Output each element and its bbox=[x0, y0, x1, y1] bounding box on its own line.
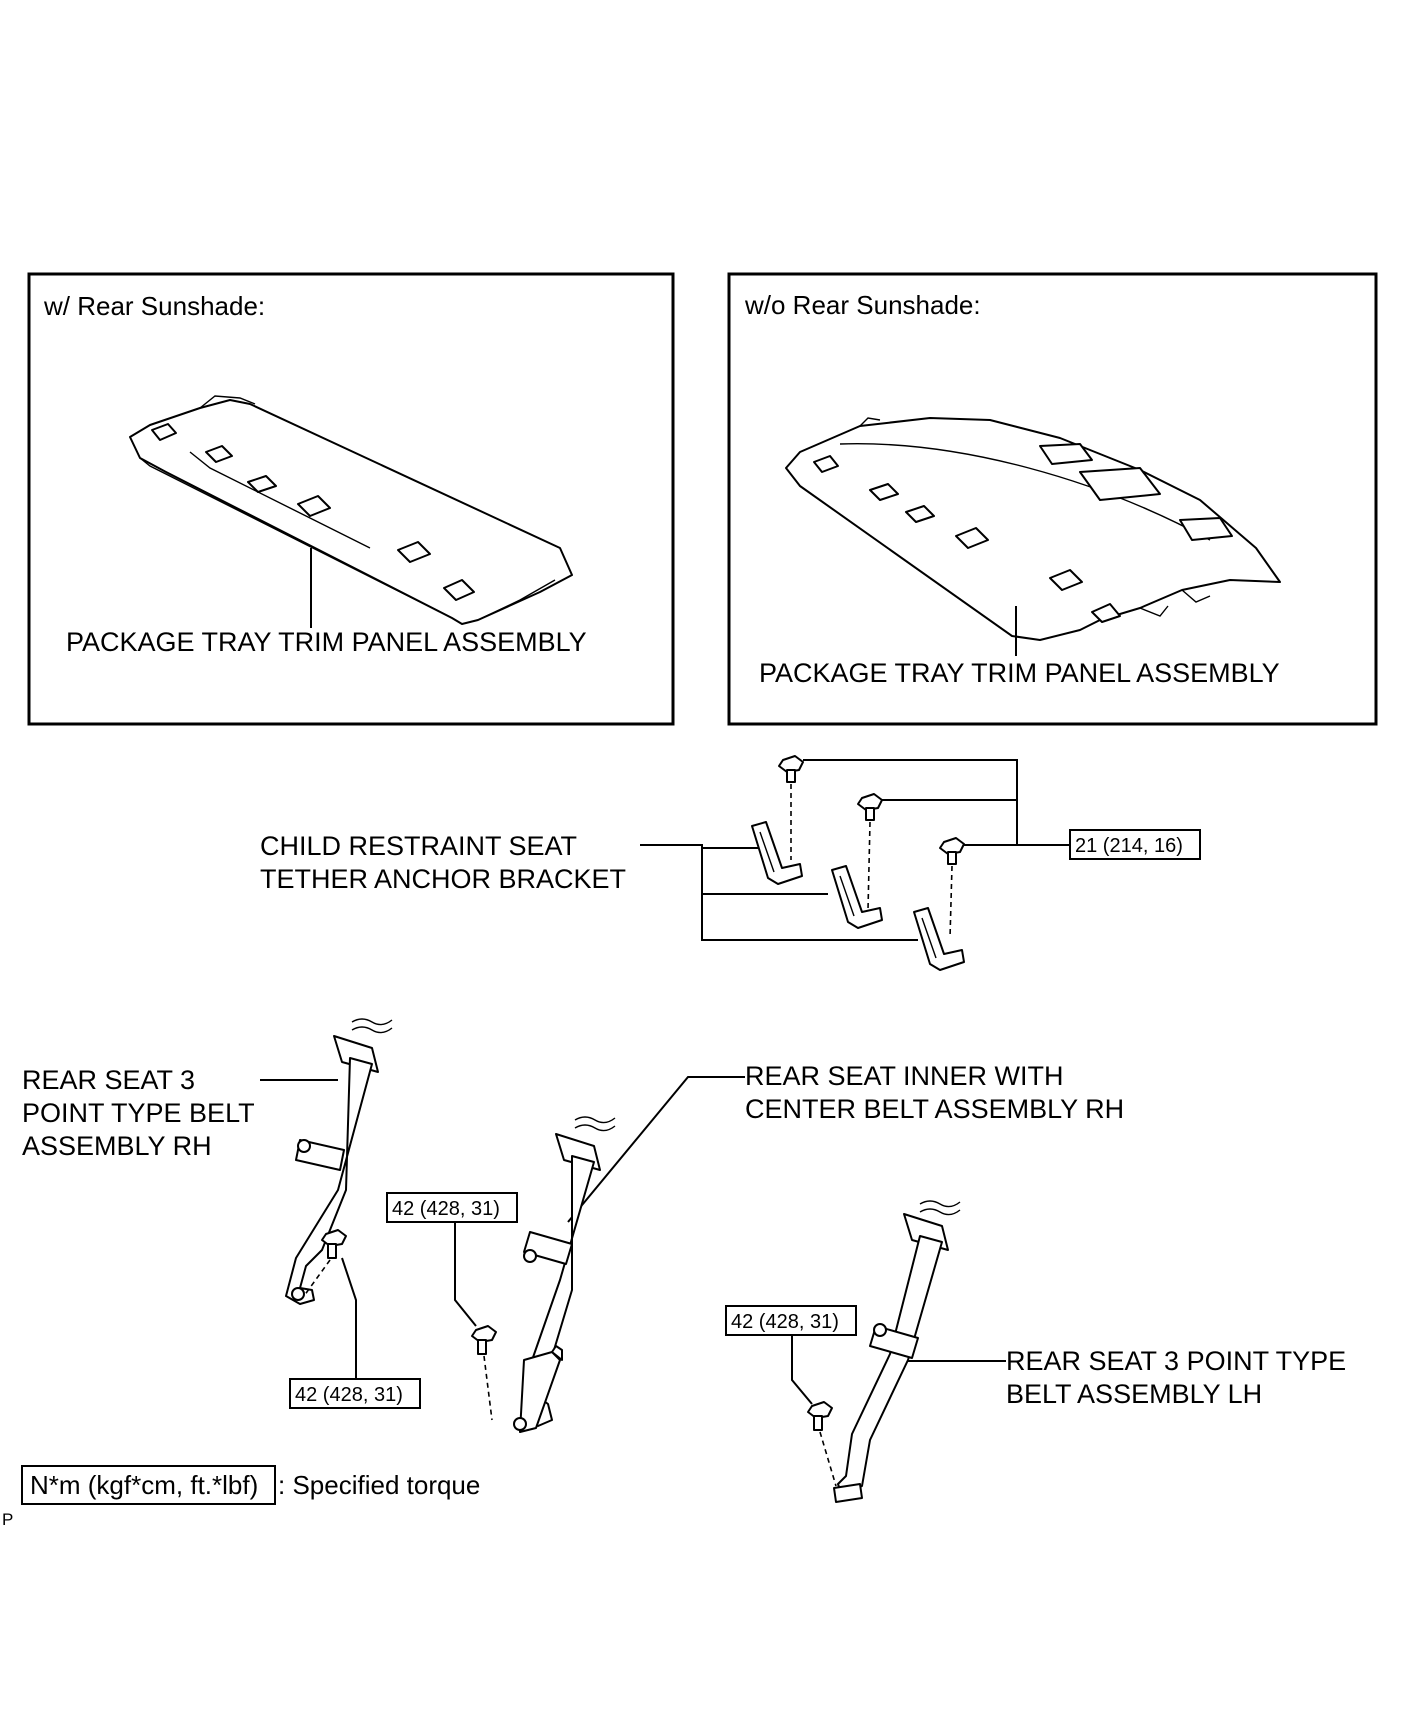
tether-bracket-leader bbox=[640, 844, 918, 941]
belt-lh-label-line1: REAR SEAT 3 POINT TYPE bbox=[1006, 1346, 1346, 1376]
belt-rh-drawing bbox=[285, 1018, 393, 1305]
tether-bracket-1 bbox=[751, 821, 803, 885]
belt-rh-torque-box bbox=[289, 1378, 421, 1409]
inner-belt-torque-box bbox=[386, 1192, 518, 1223]
inner-belt-torque-value: 42 (428, 31) bbox=[392, 1198, 500, 1220]
tether-bolt-1 bbox=[778, 755, 804, 783]
panel-with-sunshade: w/ Rear Sunshade: PACKAGE TRAY TRIM PANE… bbox=[27, 272, 675, 726]
belt-lh-drawing bbox=[833, 1200, 961, 1503]
rear-seat-inner-center-belt-group: REAR SEAT INNER WITH CENTER BELT ASSEMBL… bbox=[386, 1061, 1124, 1433]
tether-torque-value: 21 (214, 16) bbox=[1075, 835, 1183, 857]
tether-bolt-2 bbox=[857, 793, 883, 821]
panel-with-sunshade-heading: w/ Rear Sunshade: bbox=[43, 291, 265, 321]
panel-with-sunshade-frame bbox=[27, 272, 675, 726]
inner-belt-drawing bbox=[513, 1116, 616, 1433]
tether-anchor-bracket-group: CHILD RESTRAINT SEAT TETHER ANCHOR BRACK… bbox=[260, 755, 1201, 971]
belt-rh-label-line3: ASSEMBLY RH bbox=[22, 1131, 212, 1161]
rear-seat-belt-lh-group: REAR SEAT 3 POINT TYPE BELT ASSEMBLY LH … bbox=[725, 1200, 1346, 1503]
package-tray-with-sunshade-drawing bbox=[129, 395, 573, 625]
belt-lh-torque-box bbox=[725, 1305, 857, 1336]
belt-rh-bolt bbox=[321, 1229, 347, 1259]
belt-lh-label-line2: BELT ASSEMBLY LH bbox=[1006, 1379, 1262, 1409]
tether-bolt-3 bbox=[939, 837, 965, 865]
belt-rh-label-line1: REAR SEAT 3 bbox=[22, 1065, 195, 1095]
tether-bracket-2 bbox=[831, 865, 883, 929]
legend-description: : Specified torque bbox=[278, 1470, 480, 1500]
corner-mark: P bbox=[2, 1510, 13, 1529]
panel-without-sunshade: w/o Rear Sunshade: PACKAGE TRAY TRIM PAN… bbox=[727, 272, 1378, 726]
package-tray-without-sunshade-drawing bbox=[785, 417, 1281, 641]
panel-without-sunshade-label: PACKAGE TRAY TRIM PANEL ASSEMBLY bbox=[759, 658, 1280, 688]
belt-lh-torque-value: 42 (428, 31) bbox=[731, 1311, 839, 1333]
tether-torque-box bbox=[1069, 829, 1201, 860]
tether-bracket-3 bbox=[913, 907, 965, 971]
belt-rh-torque-value: 42 (428, 31) bbox=[295, 1384, 403, 1406]
inner-belt-label-line1: REAR SEAT INNER WITH bbox=[745, 1061, 1064, 1091]
panel-without-sunshade-frame bbox=[727, 272, 1378, 726]
panel-with-sunshade-label: PACKAGE TRAY TRIM PANEL ASSEMBLY bbox=[66, 627, 587, 657]
inner-belt-bolt bbox=[471, 1325, 497, 1355]
panel-without-sunshade-heading: w/o Rear Sunshade: bbox=[744, 290, 981, 320]
belt-rh-label-line2: POINT TYPE BELT bbox=[22, 1098, 255, 1128]
tether-bracket-label-line1: CHILD RESTRAINT SEAT bbox=[260, 831, 577, 861]
tether-bracket-label-line2: TETHER ANCHOR BRACKET bbox=[260, 864, 626, 894]
legend-unit-box bbox=[21, 1465, 276, 1505]
belt-lh-bolt bbox=[807, 1401, 833, 1431]
rear-seat-belt-rh-group: REAR SEAT 3 POINT TYPE BELT ASSEMBLY RH … bbox=[22, 1018, 421, 1409]
torque-legend: N*m (kgf*cm, ft.*lbf) : Specified torque bbox=[21, 1465, 480, 1505]
inner-belt-label-line2: CENTER BELT ASSEMBLY RH bbox=[745, 1094, 1124, 1124]
legend-unit: N*m (kgf*cm, ft.*lbf) bbox=[30, 1470, 258, 1500]
